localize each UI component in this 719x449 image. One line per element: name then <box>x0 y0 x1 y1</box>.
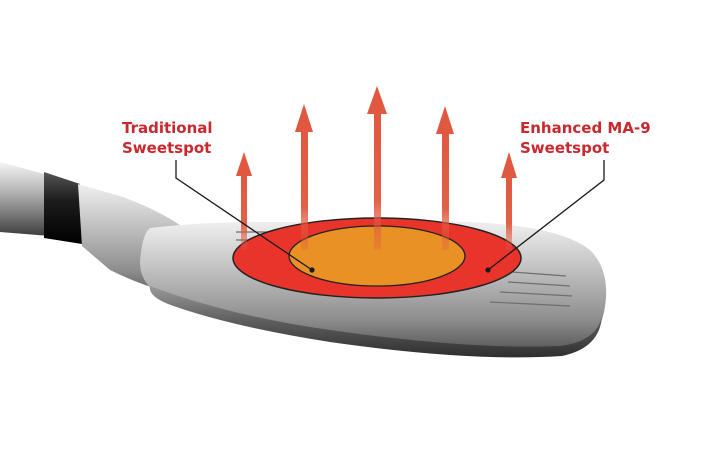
club-sole <box>149 286 602 358</box>
leader-dot-traditional <box>309 267 315 273</box>
traditional-label-line1: Traditional <box>122 119 213 137</box>
club-ferrule <box>44 172 82 244</box>
energy-arrow-up-icon <box>436 106 454 250</box>
energy-arrow-up-icon <box>295 104 313 250</box>
energy-arrow-up-icon <box>367 86 387 250</box>
enhanced-label-line2: Sweetspot <box>520 139 610 157</box>
energy-arrow-up-icon <box>501 152 517 250</box>
traditional-label-line2: Sweetspot <box>122 139 212 157</box>
leader-line-enhanced <box>487 160 605 271</box>
enhanced-sweetspot-label: Enhanced MA-9 Sweetspot <box>520 118 651 158</box>
leader-dot-enhanced <box>485 267 491 273</box>
enhanced-label-line1: Enhanced MA-9 <box>520 119 651 137</box>
leader-line-traditional <box>175 160 313 271</box>
energy-arrow-up-icon <box>236 152 252 250</box>
traditional-sweetspot-label: Traditional Sweetspot <box>122 118 213 158</box>
energy-arrows <box>236 86 517 250</box>
club-shaft <box>0 162 52 236</box>
